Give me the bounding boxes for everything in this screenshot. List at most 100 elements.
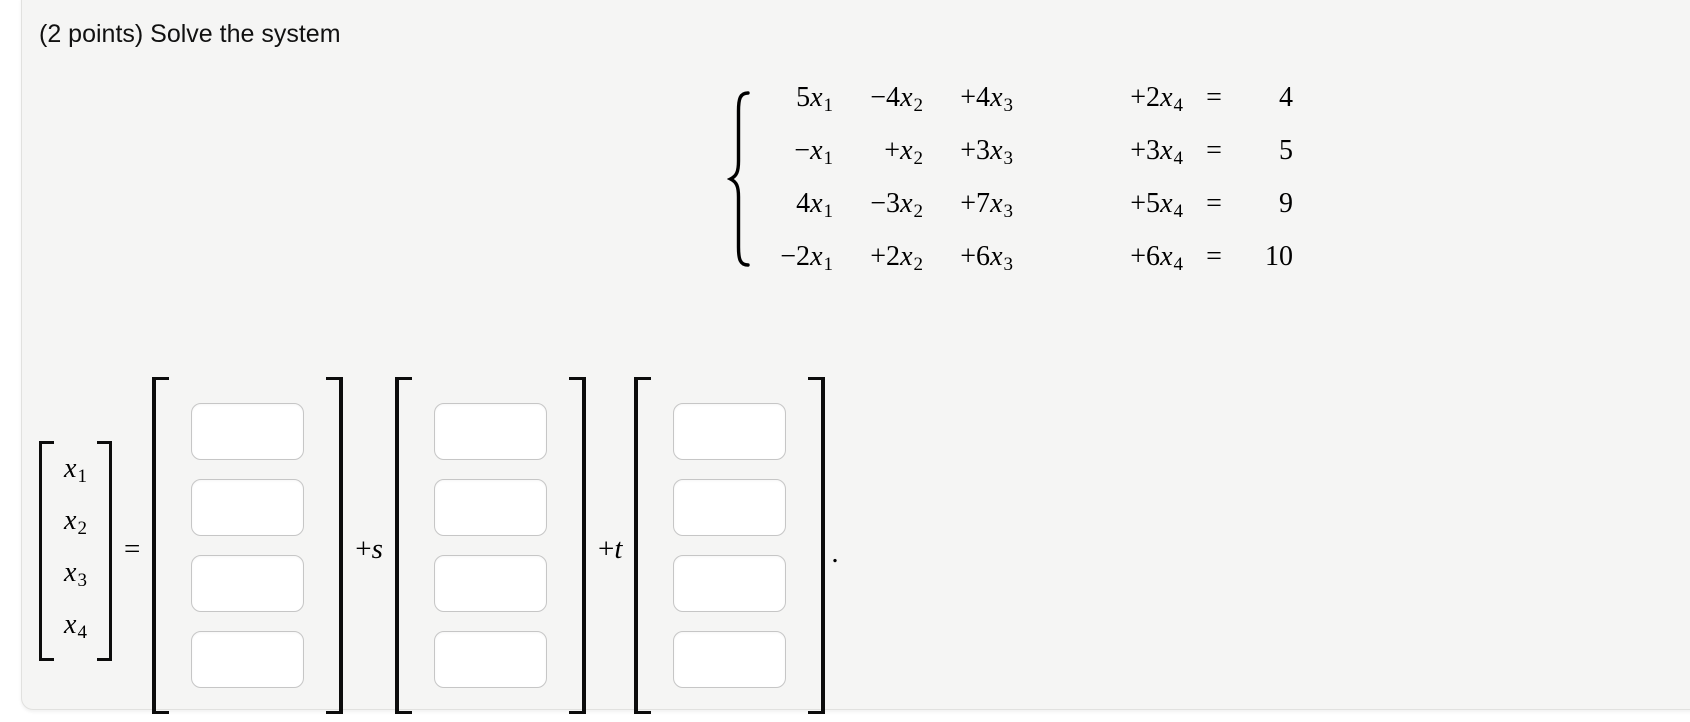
- lhs-variable-vector: x1 x2 x3 x4: [39, 440, 112, 661]
- equation-row-2: −x1 +x2 +3x3 +3x4 = 5: [761, 128, 1293, 181]
- equation-term: +6x4: [1013, 234, 1183, 287]
- answer-input-m3-r3[interactable]: [673, 555, 787, 612]
- equation-term: 4x1: [761, 181, 833, 234]
- term-coef: +4: [960, 82, 991, 113]
- term-variable: x: [1160, 82, 1173, 113]
- answer-matrix-2-boxes: [412, 377, 569, 714]
- answer-input-m3-r1[interactable]: [673, 403, 787, 460]
- problem-panel: (2 points) Solve the system 5x1 −4x2 +4x…: [21, 0, 1690, 714]
- answer-input-m2-r1[interactable]: [433, 403, 547, 460]
- term-coef: +7: [960, 188, 991, 219]
- term-subscript: 2: [913, 254, 924, 275]
- answer-input-m1-r4[interactable]: [191, 631, 305, 688]
- equation-term: +x2: [833, 128, 923, 181]
- answer-input-m1-r1[interactable]: [191, 403, 305, 460]
- term-subscript: 2: [913, 95, 924, 116]
- term-coef: +5: [1130, 188, 1161, 219]
- matrix-bracket-right-icon: [808, 377, 826, 714]
- vector-entry: x1: [64, 447, 87, 499]
- vector-bracket-left-icon: [39, 440, 54, 661]
- matrix-bracket-left-icon: [152, 377, 170, 714]
- equation-term: +4x3: [923, 75, 1013, 128]
- term-coef: +3: [1130, 135, 1161, 166]
- term-coef: 4: [796, 188, 811, 219]
- equation-term: −4x2: [833, 75, 923, 128]
- term-coef: +6: [960, 241, 991, 272]
- equals-sign: =: [1206, 241, 1222, 272]
- vector-entries: x1 x2 x3 x4: [54, 441, 97, 661]
- term-variable: x: [990, 241, 1003, 272]
- scalar-variable: t: [614, 533, 623, 565]
- answer-region: x1 x2 x3 x4 = +s: [39, 377, 839, 714]
- term-subscript: 3: [1003, 148, 1014, 169]
- term-subscript: 4: [1173, 148, 1184, 169]
- equals-sign: =: [1206, 188, 1222, 219]
- term-subscript: 2: [77, 517, 87, 539]
- equation-term: +7x3: [923, 181, 1013, 234]
- term-subscript: 4: [77, 621, 87, 643]
- answer-input-m3-r4[interactable]: [673, 631, 787, 688]
- term-variable: x: [64, 452, 77, 484]
- equation-system: 5x1 −4x2 +4x3 +2x4 = 4 −x1 +x2 +3x3 +3x4…: [726, 75, 1293, 287]
- term-variable: x: [64, 556, 77, 588]
- term-coef: −4: [870, 82, 901, 113]
- term-subscript: 3: [1003, 201, 1014, 222]
- answer-input-m3-r2[interactable]: [673, 479, 787, 536]
- equals-sign: =: [123, 533, 141, 565]
- equation-row-1: 5x1 −4x2 +4x3 +2x4 = 4: [761, 75, 1293, 128]
- equations-grid: 5x1 −4x2 +4x3 +2x4 = 4 −x1 +x2 +3x3 +3x4…: [761, 75, 1293, 287]
- term-variable: x: [900, 188, 913, 219]
- answer-matrix-1-boxes: [169, 377, 326, 714]
- term-variable: x: [900, 241, 913, 272]
- equation-term: −3x2: [833, 181, 923, 234]
- term-variable: x: [900, 82, 913, 113]
- vector-entry: x2: [64, 499, 87, 551]
- equation-term: +3x4: [1013, 128, 1183, 181]
- term-coef: +6: [1130, 241, 1161, 272]
- vector-entry: x3: [64, 551, 87, 603]
- answer-input-m1-r3[interactable]: [191, 555, 305, 612]
- equation-term: −x1: [761, 128, 833, 181]
- term-variable: x: [64, 504, 77, 536]
- answer-matrix-3-boxes: [651, 377, 808, 714]
- term-variable: x: [810, 135, 823, 166]
- equation-term: +2x2: [833, 234, 923, 287]
- answer-input-m2-r3[interactable]: [433, 555, 547, 612]
- scalar-variable: s: [371, 533, 383, 565]
- equals-sign: =: [1206, 82, 1222, 113]
- vector-bracket-right-icon: [96, 440, 112, 661]
- term-subscript: 2: [913, 201, 924, 222]
- term-coef: +3: [960, 135, 991, 166]
- term-subscript: 3: [1003, 95, 1014, 116]
- answer-matrix-1: [152, 377, 344, 714]
- term-subscript: 4: [1173, 201, 1184, 222]
- term-subscript: 3: [1003, 254, 1014, 275]
- term-coef: +2: [870, 241, 901, 272]
- equation-row-4: −2x1 +2x2 +6x3 +6x4 = 10: [761, 234, 1293, 287]
- term-subscript: 4: [1173, 254, 1184, 275]
- answer-input-m2-r4[interactable]: [433, 631, 547, 688]
- term-coef: +: [884, 135, 901, 166]
- term-subscript: 1: [823, 201, 834, 222]
- matrix-bracket-right-icon: [568, 377, 586, 714]
- matrix-bracket-left-icon: [634, 377, 652, 714]
- answer-input-m2-r2[interactable]: [433, 479, 547, 536]
- equation-term: −2x1: [761, 234, 833, 287]
- term-coef: −2: [780, 241, 811, 272]
- equation-term: +5x4: [1013, 181, 1183, 234]
- plus-s-scalar: +s: [355, 533, 383, 566]
- term-variable: x: [810, 188, 823, 219]
- term-variable: x: [990, 135, 1003, 166]
- problem-statement: (2 points) Solve the system: [39, 20, 341, 48]
- plus-t-scalar: +t: [598, 533, 622, 566]
- answer-matrix-2: [394, 377, 586, 714]
- term-coef: −3: [870, 188, 901, 219]
- equation-rhs: 10: [1265, 241, 1293, 272]
- term-subscript: 1: [77, 465, 87, 487]
- answer-input-m1-r2[interactable]: [191, 479, 305, 536]
- term-variable: x: [1160, 241, 1173, 272]
- sentence-period: .: [831, 537, 839, 569]
- term-variable: x: [810, 241, 823, 272]
- term-variable: x: [810, 82, 823, 113]
- plus-sign: +: [597, 533, 615, 565]
